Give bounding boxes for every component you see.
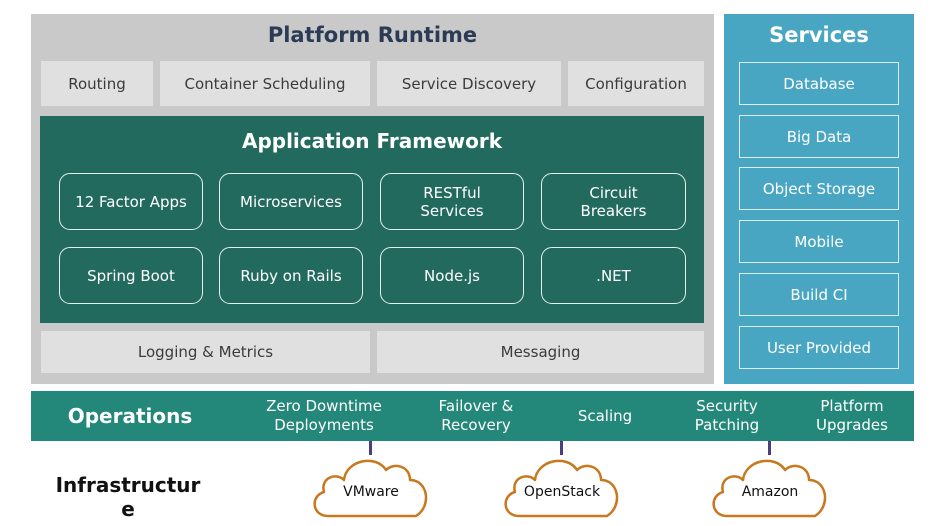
runtime-item-service-discovery: Service Discovery bbox=[377, 61, 561, 106]
cloud-icon bbox=[504, 459, 619, 518]
framework-item-label: .NET bbox=[596, 266, 631, 285]
framework-item-ruby-on-rails: Ruby on Rails bbox=[219, 247, 363, 304]
openstack-connector bbox=[560, 441, 563, 455]
vmware-cloud: VMware bbox=[306, 450, 436, 522]
services-panel bbox=[724, 14, 914, 384]
application-framework-title: Application Framework bbox=[241, 129, 503, 153]
service-item-object-storage: Object Storage bbox=[739, 167, 899, 210]
operations-item-label: Zero Downtime Deployments bbox=[266, 397, 382, 434]
runtime-item-logging-metrics: Logging & Metrics bbox=[41, 331, 370, 373]
operations-item-platform-upgrades: Platform Upgrades bbox=[795, 391, 909, 441]
framework-item-label: Spring Boot bbox=[87, 266, 175, 285]
openstack-cloud: OpenStack bbox=[497, 450, 627, 522]
operations-item-scaling: Scaling bbox=[550, 391, 660, 441]
service-item-build-ci: Build CI bbox=[739, 273, 899, 316]
platform-runtime-title: Platform Runtime bbox=[267, 23, 478, 47]
framework-item-microservices: Microservices bbox=[219, 173, 363, 230]
framework-item-label: Node.js bbox=[424, 266, 480, 285]
framework-item-nodejs: Node.js bbox=[380, 247, 524, 304]
amazon-label: Amazon bbox=[741, 484, 799, 500]
service-item-mobile: Mobile bbox=[739, 220, 899, 263]
infrastructure-title-text: Infrastructur e bbox=[55, 473, 201, 521]
operations-item-label: Platform Upgrades bbox=[816, 397, 888, 434]
operations-item-label: Failover & Recovery bbox=[438, 397, 514, 434]
framework-item-dotnet: .NET bbox=[541, 247, 686, 304]
framework-item-label: Ruby on Rails bbox=[240, 266, 342, 285]
framework-item-circuit-breakers: Circuit Breakers bbox=[541, 173, 686, 230]
runtime-item-messaging: Messaging bbox=[377, 331, 704, 373]
service-item-big-data: Big Data bbox=[739, 115, 899, 158]
openstack-label: OpenStack bbox=[523, 484, 601, 500]
framework-item-12-factor-apps: 12 Factor Apps bbox=[59, 173, 203, 230]
service-item-user-provided: User Provided bbox=[739, 326, 899, 369]
runtime-item-configuration: Configuration bbox=[568, 61, 704, 106]
framework-item-spring-boot: Spring Boot bbox=[59, 247, 203, 304]
operations-item-label: Security Patching bbox=[694, 397, 760, 434]
framework-item-label: 12 Factor Apps bbox=[75, 192, 187, 211]
vmware-label: VMware bbox=[343, 484, 399, 500]
vmware-connector bbox=[369, 441, 372, 455]
operations-title: Operations bbox=[67, 404, 193, 428]
framework-item-label: RESTful Services bbox=[420, 183, 484, 220]
operations-bar bbox=[31, 391, 914, 441]
operations-item-label: Scaling bbox=[577, 406, 633, 425]
cloud-icon bbox=[712, 459, 827, 518]
application-framework-panel bbox=[40, 116, 704, 323]
cloud-icon bbox=[313, 459, 428, 518]
services-title: Services bbox=[769, 23, 869, 47]
operations-item-failover-recovery: Failover & Recovery bbox=[415, 391, 537, 441]
runtime-item-container-scheduling: Container Scheduling bbox=[160, 61, 370, 106]
framework-item-label: Circuit Breakers bbox=[580, 183, 647, 220]
framework-item-restful-services: RESTful Services bbox=[380, 173, 524, 230]
framework-item-label: Microservices bbox=[240, 192, 342, 211]
runtime-item-routing: Routing bbox=[41, 61, 153, 106]
operations-item-zero-downtime: Zero Downtime Deployments bbox=[246, 391, 402, 441]
amazon-cloud: Amazon bbox=[705, 450, 835, 522]
amazon-connector bbox=[768, 441, 771, 455]
operations-item-security-patching: Security Patching bbox=[672, 391, 782, 441]
infrastructure-title: Infrastructur e bbox=[40, 472, 216, 522]
service-item-database: Database bbox=[739, 62, 899, 105]
